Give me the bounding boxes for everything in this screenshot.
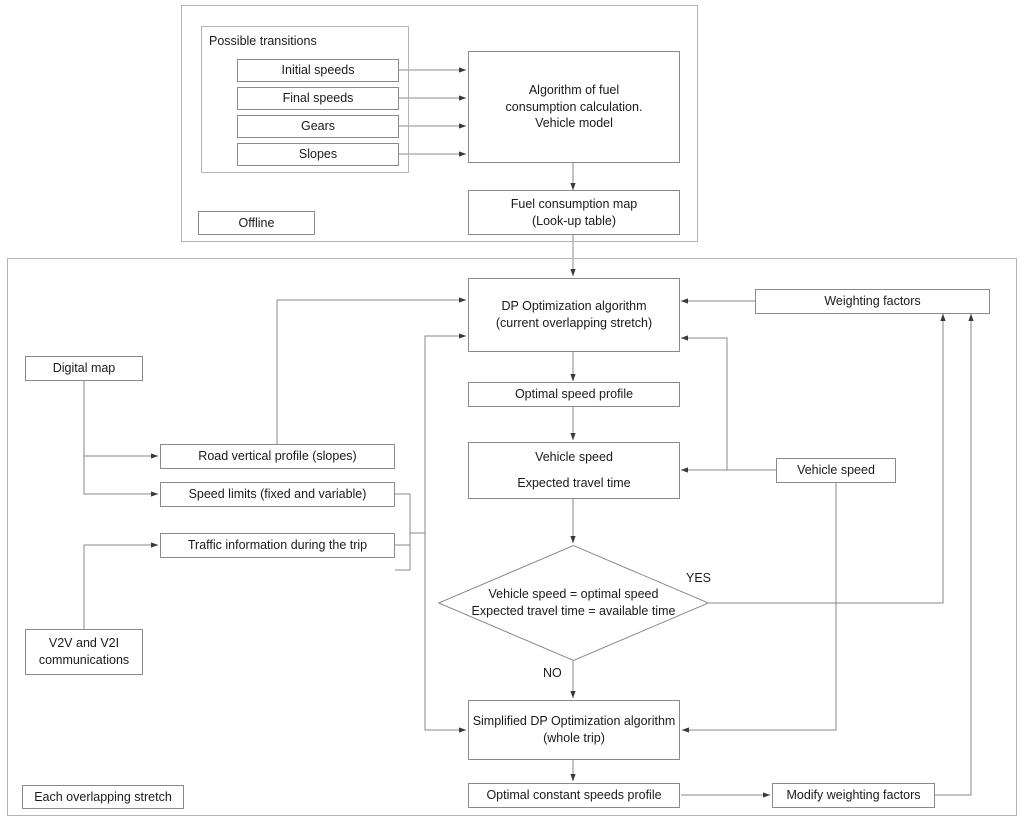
vehicle-state-line-1: Vehicle speed (535, 450, 613, 465)
input-final-speeds[interactable]: Final speeds (237, 87, 399, 110)
algorithm-line-3: Vehicle model (535, 116, 613, 131)
weighting-factors-box[interactable]: Weighting factors (755, 289, 990, 314)
fuel-map-line-1: Fuel consumption map (510, 196, 638, 211)
decision-line-1: Vehicle speed = optimal speed (488, 587, 659, 602)
input-gears[interactable]: Gears (237, 115, 399, 138)
decision-diamond[interactable]: Vehicle speed = optimal speed Expected t… (437, 545, 710, 661)
simplified-dp-line-1: Simplified DP Optimization algorithm (472, 714, 676, 729)
decision-line-2: Expected travel time = available time (471, 604, 676, 618)
input-initial-speeds-label: Initial speeds (281, 63, 355, 78)
decision-no-label: NO (543, 666, 562, 680)
optimal-speed-profile-box[interactable]: Optimal speed profile (468, 382, 680, 407)
each-overlapping-stretch-label: Each overlapping stretch (34, 789, 172, 804)
simplified-dp-line-2: (whole trip) (543, 731, 605, 745)
online-section-container (7, 258, 1017, 816)
optimal-constant-speeds-profile-box[interactable]: Optimal constant speeds profile (468, 783, 680, 808)
road-vertical-profile-box[interactable]: Road vertical profile (slopes) (160, 444, 395, 469)
traffic-information-box[interactable]: Traffic information during the trip (160, 533, 395, 558)
optimal-speed-profile-label: Optimal speed profile (514, 387, 634, 402)
decision-yes-label: YES (686, 571, 712, 585)
weighting-factors-label: Weighting factors (824, 294, 921, 309)
digital-map-label: Digital map (52, 361, 116, 376)
dp-optimization-line-2: (current overlapping stretch) (495, 316, 653, 330)
input-gears-label: Gears (300, 119, 336, 134)
digital-map-box[interactable]: Digital map (25, 356, 143, 381)
offline-label-box: Offline (198, 211, 315, 235)
simplified-dp-optimization-box[interactable]: Simplified DP Optimization algorithm (wh… (468, 700, 680, 760)
v2v-line-2: communications (38, 653, 130, 667)
input-slopes[interactable]: Slopes (237, 143, 399, 166)
offline-label: Offline (238, 215, 275, 230)
v2v-line-1: V2V and V2I (48, 636, 120, 651)
vehicle-state-box[interactable]: Vehicle speed Expected travel time (468, 442, 680, 499)
input-slopes-label: Slopes (298, 147, 338, 162)
modify-weighting-factors-label: Modify weighting factors (786, 788, 921, 803)
algorithm-line-1: Algorithm of fuel (528, 82, 620, 97)
vehicle-speed-feedback-box[interactable]: Vehicle speed (776, 458, 896, 483)
each-overlapping-stretch-label-box: Each overlapping stretch (22, 785, 184, 809)
algorithm-line-2: consumption calculation. (505, 99, 643, 114)
traffic-information-label: Traffic information during the trip (187, 538, 368, 553)
offline-section-container (181, 5, 698, 242)
input-final-speeds-label: Final speeds (282, 91, 354, 106)
fuel-consumption-map-box[interactable]: Fuel consumption map (Look-up table) (468, 190, 680, 235)
modify-weighting-factors-box[interactable]: Modify weighting factors (772, 783, 935, 808)
possible-transitions-label: Possible transitions (209, 34, 317, 48)
v2v-v2i-communications-box[interactable]: V2V and V2I communications (25, 629, 143, 675)
road-vertical-profile-label: Road vertical profile (slopes) (198, 449, 357, 464)
dp-optimization-algorithm-box[interactable]: DP Optimization algorithm (current overl… (468, 278, 680, 352)
fuel-map-line-2: (Look-up table) (531, 213, 617, 228)
input-initial-speeds[interactable]: Initial speeds (237, 59, 399, 82)
dp-optimization-line-1: DP Optimization algorithm (501, 299, 647, 314)
speed-limits-box[interactable]: Speed limits (fixed and variable) (160, 482, 395, 507)
vehicle-speed-feedback-label: Vehicle speed (797, 463, 875, 478)
optimal-constant-speeds-label: Optimal constant speeds profile (486, 788, 662, 803)
decision-diamond-shape (437, 545, 710, 661)
possible-transitions-group (201, 26, 409, 173)
fuel-consumption-algorithm-box[interactable]: Algorithm of fuel consumption calculatio… (468, 51, 680, 163)
vehicle-state-line-2: Expected travel time (517, 476, 631, 490)
speed-limits-label: Speed limits (fixed and variable) (188, 487, 367, 502)
